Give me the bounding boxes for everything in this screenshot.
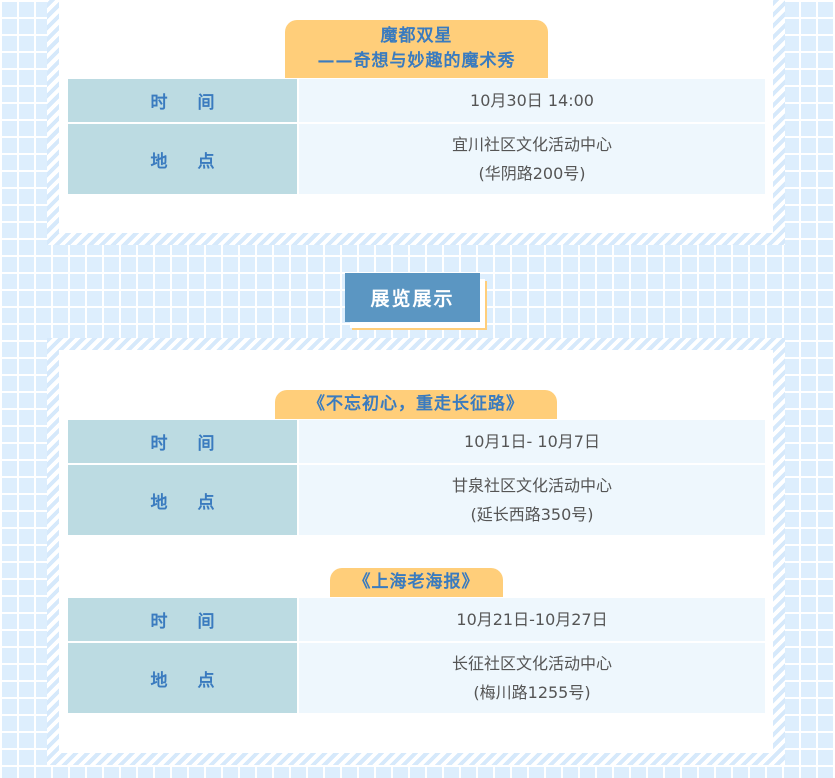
- exhibit-info-table: 时 间 10月21日-10月27日 地 点 长征社区文化活动中心 (梅川路1255号): [68, 598, 765, 715]
- address-value: (华阴路200号): [478, 164, 586, 183]
- place-value: 长征社区文化活动中心: [451, 654, 612, 673]
- event-info-table: 时 间 10月30日 14:00 地 点 宜川社区文化活动中心 (华阴路200号): [68, 79, 765, 196]
- time-label: 时 间: [68, 420, 297, 463]
- event-title-badge: 魔都双星 ——奇想与妙趣的魔术秀: [285, 20, 548, 78]
- exhibit-info-table: 时 间 10月1日- 10月7日 地 点 甘泉社区文化活动中心 (延长西路350号): [68, 420, 765, 537]
- exhibit-title-badge: 《不忘初心，重走长征路》: [275, 390, 557, 419]
- address-value: (延长西路350号): [470, 505, 594, 524]
- time-value: 10月1日- 10月7日: [464, 432, 600, 451]
- place-value: 甘泉社区文化活动中心: [451, 476, 612, 495]
- event-subtitle: ——奇想与妙趣的魔术秀: [317, 51, 516, 71]
- section-heading: 展览展示: [345, 273, 480, 322]
- time-label: 时 间: [68, 79, 297, 122]
- time-value: 10月30日 14:00: [470, 91, 594, 110]
- event-title: 魔都双星: [380, 26, 453, 46]
- place-label: 地 点: [68, 124, 297, 194]
- exhibit-title-badge: 《上海老海报》: [330, 568, 503, 597]
- address-value: (梅川路1255号): [473, 683, 591, 702]
- time-label: 时 间: [68, 598, 297, 641]
- place-value: 宜川社区文化活动中心: [451, 135, 612, 154]
- time-value: 10月21日-10月27日: [456, 610, 608, 629]
- place-label: 地 点: [68, 465, 297, 535]
- place-label: 地 点: [68, 643, 297, 713]
